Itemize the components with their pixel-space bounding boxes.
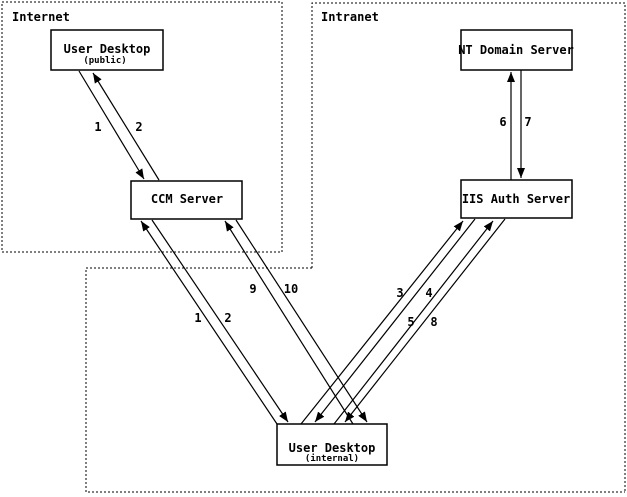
node-ccm-server-box bbox=[130, 180, 243, 220]
edge-9-internal-desktop-to-ccm bbox=[224, 220, 354, 425]
node-user-desktop-internal-title: User Desktop bbox=[289, 441, 376, 455]
zone-label-intranet: Intranet bbox=[321, 10, 379, 24]
node-ccm-server-title: CCM Server bbox=[151, 192, 223, 206]
zone-internet-border bbox=[1, 1, 283, 253]
node-iis-auth-server-title: IIS Auth Server bbox=[462, 192, 570, 206]
node-nt-domain-server-box bbox=[460, 29, 573, 71]
zone-label-internet: Internet bbox=[12, 10, 70, 24]
edge-label-5: 5 bbox=[407, 315, 414, 329]
edge-8-iis-to-internal-desktop bbox=[344, 218, 506, 423]
edge-label-2-internal: 2 bbox=[224, 311, 231, 325]
edge-2-ccm-to-public-desktop bbox=[92, 72, 160, 181]
edge-5-internal-desktop-to-iis bbox=[333, 220, 494, 425]
edge-1-public-desktop-to-ccm bbox=[78, 70, 145, 180]
edge-label-4: 4 bbox=[425, 286, 432, 300]
edge-label-2-public: 2 bbox=[135, 120, 142, 134]
edge-4-iis-to-internal-desktop bbox=[314, 218, 476, 423]
node-iis-auth-server-box bbox=[460, 179, 573, 219]
edge-2-ccm-to-internal-desktop bbox=[151, 219, 289, 423]
node-user-desktop-internal-box bbox=[276, 423, 388, 466]
edge-label-1-internal: 1 bbox=[194, 311, 201, 325]
edge-1-internal-desktop-to-ccm bbox=[140, 220, 278, 425]
edge-label-9: 9 bbox=[249, 282, 256, 296]
edge-label-6: 6 bbox=[499, 115, 506, 129]
edge-label-1-public: 1 bbox=[94, 120, 101, 134]
zone-internal-border bbox=[85, 267, 625, 493]
edge-10-ccm-to-internal-desktop bbox=[235, 219, 368, 423]
node-nt-domain-server-title: NT Domain Server bbox=[458, 43, 574, 57]
node-user-desktop-internal-subtitle: (internal) bbox=[305, 453, 359, 464]
node-user-desktop-public-title: User Desktop bbox=[64, 42, 151, 56]
zone-intranet-border bbox=[311, 2, 626, 492]
edge-3-internal-desktop-to-iis bbox=[300, 220, 464, 425]
edge-label-7: 7 bbox=[524, 115, 531, 129]
edge-label-8: 8 bbox=[430, 315, 437, 329]
edge-label-10: 10 bbox=[284, 282, 298, 296]
node-user-desktop-public-subtitle: (public) bbox=[83, 55, 126, 66]
edge-label-3: 3 bbox=[396, 286, 403, 300]
node-user-desktop-public-box bbox=[50, 29, 164, 71]
